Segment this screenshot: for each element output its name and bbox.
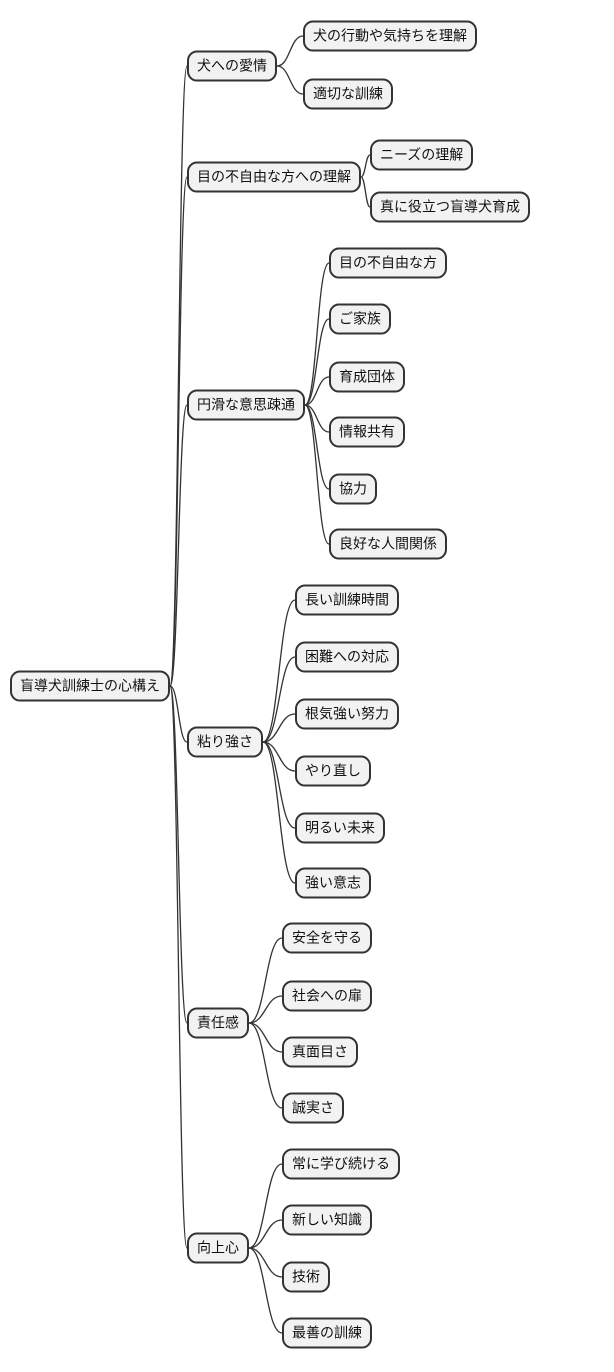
leaf-node: 真に役立つ盲導犬育成 (370, 191, 530, 223)
leaf-node: 誠実さ (282, 1092, 344, 1124)
leaf-node: 強い意志 (295, 867, 371, 899)
connector-edge (169, 65, 188, 687)
connector-edge (304, 404, 330, 490)
leaf-node: 困難への対応 (295, 641, 399, 673)
connector-edge (169, 685, 188, 1249)
connector-edge (248, 1022, 283, 1109)
leaf-node: 情報共有 (329, 416, 405, 448)
branch-node: 円滑な意思疎通 (187, 389, 305, 421)
branch-node: 犬への愛情 (187, 50, 277, 82)
leaf-node: やり直し (295, 755, 371, 787)
connector-edge (169, 176, 188, 687)
connector-edge (360, 176, 371, 208)
connector-edge (248, 995, 283, 1024)
connector-edge (360, 154, 371, 178)
leaf-node: 真面目さ (282, 1036, 358, 1068)
branch-node: 粘り強さ (187, 726, 263, 758)
connector-edge (248, 1022, 283, 1053)
connector-edge (304, 318, 330, 406)
leaf-node: 根気強い努力 (295, 698, 399, 730)
leaf-node: 犬の行動や気持ちを理解 (303, 20, 477, 52)
branch-node: 目の不自由な方への理解 (187, 161, 361, 193)
root-node: 盲導犬訓練士の心構え (10, 670, 170, 702)
leaf-node: 協力 (329, 473, 377, 505)
leaf-node: 安全を守る (282, 922, 372, 954)
connector-edge (304, 262, 330, 406)
connector-edge (169, 685, 188, 1024)
connector-edge (262, 713, 296, 743)
leaf-node: 目の不自由な方 (329, 247, 447, 279)
leaf-node: 良好な人間関係 (329, 528, 447, 560)
leaf-node: 新しい知識 (282, 1204, 372, 1236)
leaf-node: 長い訓練時間 (295, 584, 399, 616)
connector-edge (169, 685, 188, 743)
connector-edge (169, 404, 188, 687)
branch-node: 向上心 (187, 1232, 249, 1264)
branch-node: 責任感 (187, 1007, 249, 1039)
connector-edge (262, 741, 296, 829)
leaf-node: 常に学び続ける (282, 1148, 400, 1180)
leaf-node: 技術 (282, 1261, 330, 1293)
leaf-node: ご家族 (329, 303, 391, 335)
connector-edge (276, 35, 304, 67)
leaf-node: 育成団体 (329, 361, 405, 393)
connector-edge (248, 1247, 283, 1278)
connector-edge (248, 1163, 283, 1249)
connector-edge (262, 741, 296, 884)
leaf-node: 適切な訓練 (303, 78, 393, 110)
connector-edge (304, 376, 330, 406)
leaf-node: 社会への扉 (282, 980, 372, 1012)
connector-edge (248, 1247, 283, 1334)
leaf-node: 明るい未来 (295, 812, 385, 844)
connector-edge (262, 656, 296, 743)
connector-edge (248, 937, 283, 1024)
leaf-node: ニーズの理解 (370, 139, 474, 171)
connector-edge (248, 1219, 283, 1249)
connector-edge (304, 404, 330, 545)
leaf-node: 最善の訓練 (282, 1317, 372, 1349)
connector-edge (262, 599, 296, 743)
connector-edge (276, 65, 304, 95)
